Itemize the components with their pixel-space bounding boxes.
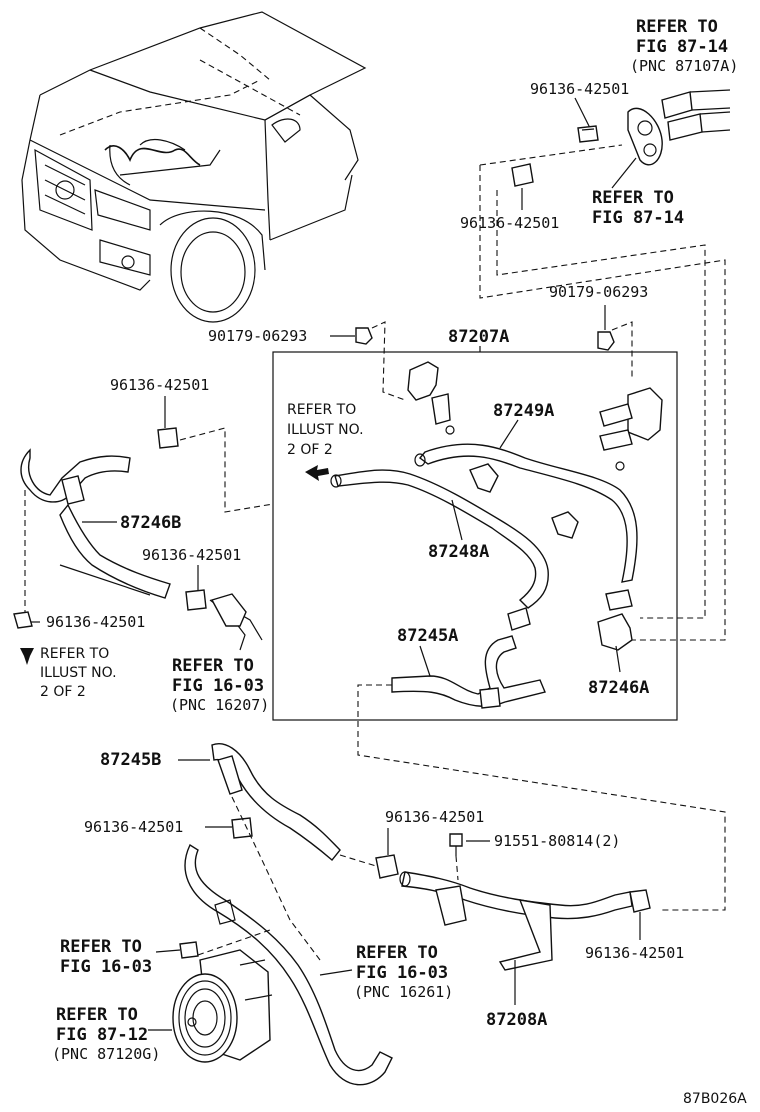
refer-fig-16-03-b: REFER TO FIG 16-03 <box>60 937 152 977</box>
hose-clamp-icon <box>577 125 599 143</box>
figure-code: 87B026A <box>683 1091 747 1107</box>
svg-text:ILLUST NO.: ILLUST NO. <box>287 422 364 438</box>
part-number-clip-top2: 96136-42501 <box>460 214 559 232</box>
part-number-clip-bottom-right: 96136-42501 <box>585 944 684 962</box>
hose-clamp-icon <box>13 611 33 629</box>
svg-text:REFER TO: REFER TO <box>636 17 718 37</box>
svg-text:REFER TO: REFER TO <box>172 656 254 676</box>
refer-fig-87-14-top: REFER TO FIG 87-14 (PNC 87107A) <box>630 17 738 75</box>
hose-87249a <box>418 443 638 583</box>
bracket-icon <box>498 899 553 971</box>
hose-clamp-icon <box>469 463 499 493</box>
hose-clamp-icon <box>629 889 651 913</box>
part-number-clip-left-top: 96136-42501 <box>110 376 209 394</box>
part-number-clip-top: 96136-42501 <box>530 80 629 98</box>
refer-fig-87-12: REFER TO FIG 87-12 (PNC 87120G) <box>52 1005 160 1063</box>
part-number-87245a: 87245A <box>397 626 458 646</box>
return-hose <box>184 843 393 1086</box>
arrow-down-icon <box>20 648 34 665</box>
assembly-part-number: 87207A <box>448 327 509 347</box>
svg-text:REFER TO: REFER TO <box>40 646 109 662</box>
nut-icon <box>597 331 615 351</box>
vehicle-illustration <box>21 11 367 323</box>
nut-icon <box>355 327 373 345</box>
grommet-icon <box>627 107 663 166</box>
refer-fig-16-03-a: REFER TO FIG 16-03 (PNC 16207) <box>170 656 269 714</box>
hose-clamp-icon <box>479 687 501 709</box>
part-number-87248a: 87248A <box>428 542 489 562</box>
part-number-clip-bottom-mid: 96136-42501 <box>385 808 484 826</box>
hose-clamp-icon <box>231 817 253 839</box>
bracket-icon <box>407 361 455 435</box>
svg-text:(PNC 87107A): (PNC 87107A) <box>630 57 738 75</box>
compressor-pulley-icon <box>172 899 273 1063</box>
part-number-bolt: 91551-80814(2) <box>494 832 620 850</box>
svg-text:FIG 87-14: FIG 87-14 <box>592 208 684 228</box>
hose-clamp-icon <box>61 475 85 505</box>
part-number-87246b: 87246B <box>120 513 181 533</box>
hose-clamp-icon <box>551 511 579 539</box>
svg-text:REFER TO: REFER TO <box>287 402 356 418</box>
hose-87245a <box>391 635 546 707</box>
arrow-left-icon <box>305 465 329 481</box>
hose-87246a <box>597 613 633 651</box>
svg-text:2 OF 2: 2 OF 2 <box>287 442 333 458</box>
hose-clamp-icon <box>375 854 399 879</box>
refer-fig-16-03-c: REFER TO FIG 16-03 (PNC 16261) <box>354 943 453 1001</box>
part-number-clip-left-mid: 96136-42501 <box>142 546 241 564</box>
part-number-clip-bottom-left: 96136-42501 <box>84 818 183 836</box>
svg-text:REFER TO: REFER TO <box>60 937 142 957</box>
assembly-87207a-box <box>272 351 678 721</box>
svg-text:FIG 16-03: FIG 16-03 <box>60 957 152 977</box>
part-number-nut-left: 90179-06293 <box>208 327 307 345</box>
svg-text:FIG 16-03: FIG 16-03 <box>172 676 264 696</box>
svg-text:(PNC 16207): (PNC 16207) <box>170 696 269 714</box>
part-number-87246a: 87246A <box>588 678 649 698</box>
hose-clamp-icon <box>157 427 179 449</box>
part-number-87249a: 87249A <box>493 401 554 421</box>
refer-illust-2-top: REFER TO ILLUST NO. 2 OF 2 <box>287 402 364 458</box>
part-number-87245b: 87245B <box>100 750 161 770</box>
part-number-clip-left-low: 96136-42501 <box>46 613 145 631</box>
svg-text:REFER TO: REFER TO <box>356 943 438 963</box>
hose-clamp-icon <box>185 589 207 611</box>
svg-text:(PNC 87120G): (PNC 87120G) <box>52 1045 160 1063</box>
bolt-icon <box>449 833 463 856</box>
bracket-icon <box>599 387 663 471</box>
svg-text:REFER TO: REFER TO <box>56 1005 138 1025</box>
part-number-87208a: 87208A <box>486 1010 547 1030</box>
svg-text:FIG 87-12: FIG 87-12 <box>56 1025 148 1045</box>
hose-clamp-icon <box>179 941 199 959</box>
svg-text:REFER TO: REFER TO <box>592 188 674 208</box>
hose-87248a <box>334 469 549 609</box>
svg-text:ILLUST NO.: ILLUST NO. <box>40 665 117 681</box>
hose-clamp-icon <box>605 589 633 611</box>
refer-illust-2-left: REFER TO ILLUST NO. 2 OF 2 <box>40 646 117 700</box>
hose-clamp-icon <box>507 607 531 631</box>
refer-fig-87-14-mid: REFER TO FIG 87-14 <box>592 188 684 228</box>
pipe-87208a <box>401 871 633 920</box>
svg-text:(PNC 16261): (PNC 16261) <box>354 983 453 1001</box>
hose-clamp-icon <box>511 163 534 187</box>
part-number-nut-right: 90179-06293 <box>549 283 648 301</box>
svg-text:FIG 87-14: FIG 87-14 <box>636 37 728 57</box>
svg-text:2 OF 2: 2 OF 2 <box>40 684 86 700</box>
svg-text:FIG 16-03: FIG 16-03 <box>356 963 448 983</box>
hose-87246b <box>59 503 171 599</box>
